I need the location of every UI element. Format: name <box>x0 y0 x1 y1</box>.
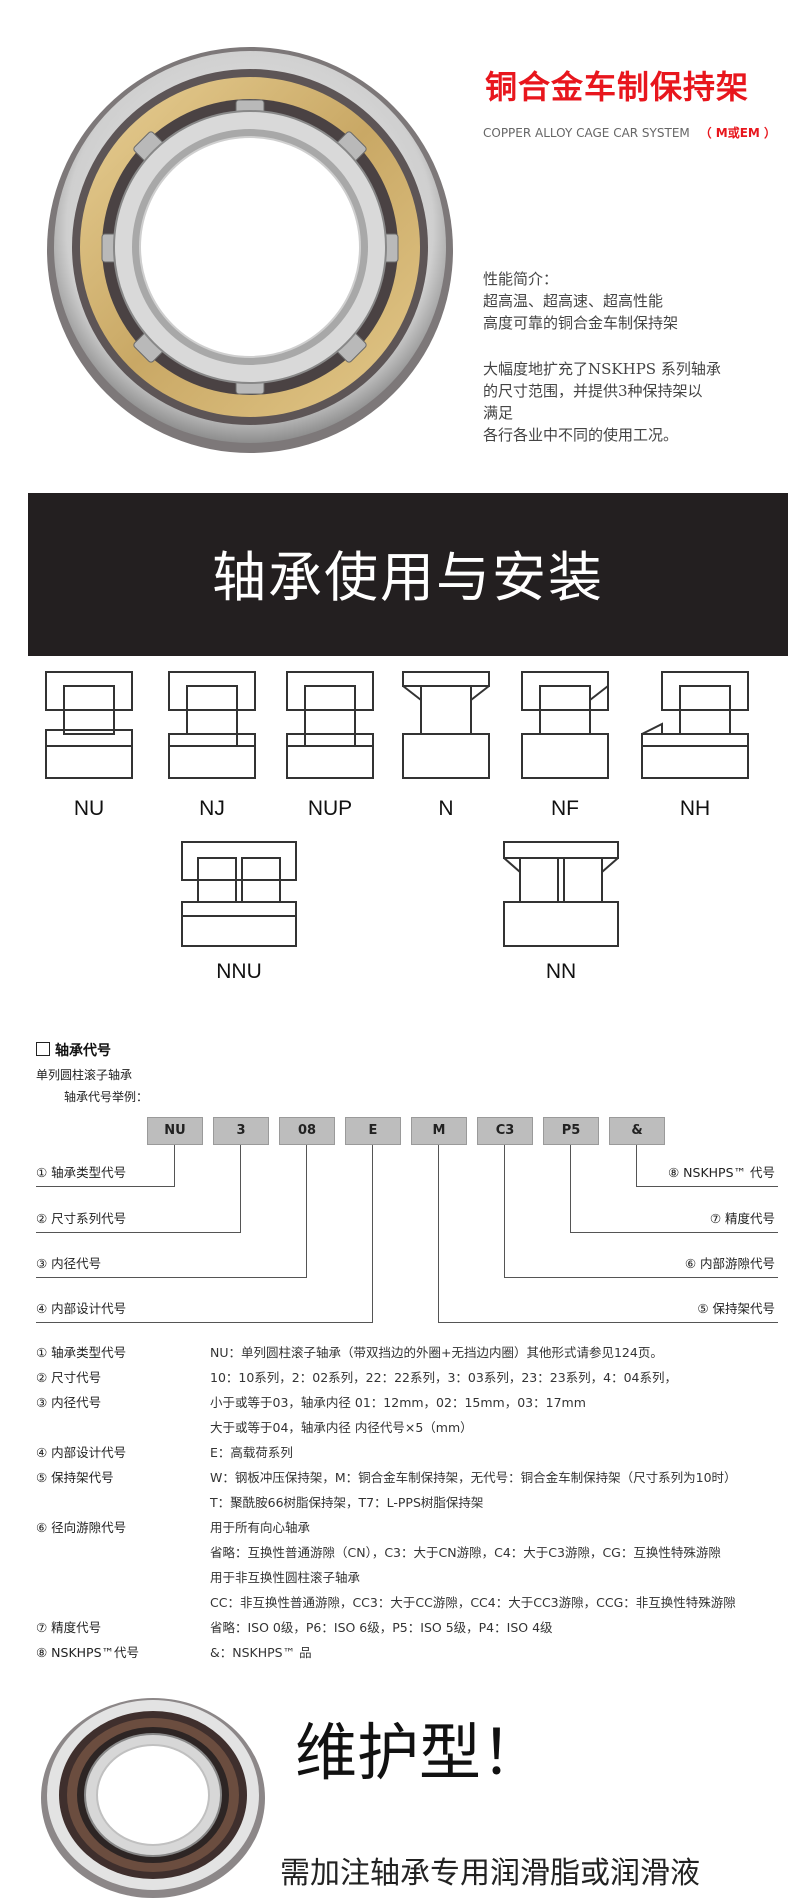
code-box: 3 <box>213 1117 269 1145</box>
code-item-left: ① 轴承类型代号 <box>36 1165 127 1180</box>
connector-line <box>504 1277 778 1278</box>
connector-line <box>36 1277 307 1278</box>
definition-line: &：NSKHPS™ 品 <box>210 1645 312 1660</box>
code-item-left: ④ 内部设计代号 <box>36 1301 127 1316</box>
connector-line <box>504 1145 505 1277</box>
lubrication-note: 需加注轴承专用润滑脂或润滑液 <box>280 1856 700 1891</box>
desc-line-5: 的尺寸范围，并提供3种保持架以 <box>483 382 703 400</box>
product-subtitle: COPPER ALLOY CAGE CAR SYSTEM （ M或EM ） <box>483 124 776 141</box>
product-title: 铜合金车制保持架 <box>485 68 750 106</box>
definition-line: 省略：ISO 0级，P6：ISO 6级，P5：ISO 5级，P4：ISO 4级 <box>210 1620 553 1635</box>
bearing-photo-maintenance <box>41 1698 265 1898</box>
definition-line: 用于非互换性圆柱滚子轴承 <box>210 1570 361 1585</box>
desc-line-3: 高度可靠的铜合金车制保持架 <box>483 314 679 332</box>
connector-line <box>438 1322 778 1323</box>
connector-line <box>36 1186 175 1187</box>
definition-line: NU：单列圆柱滚子轴承（带双挡边的外圈+无挡边内圈）其他形式请参见124页。 <box>210 1345 663 1360</box>
code-item-right: ⑥ 内部游隙代号 <box>684 1256 775 1271</box>
code-box: M <box>411 1117 467 1145</box>
code-section-title: 轴承代号 <box>36 1040 111 1060</box>
code-box: & <box>609 1117 665 1145</box>
definition-name: ⑤ 保持架代号 <box>36 1470 114 1485</box>
bearing-diagram-nn <box>503 841 619 947</box>
code-box: P5 <box>543 1117 599 1145</box>
connector-line <box>36 1322 373 1323</box>
desc-line-2: 超高温、超高速、超高性能 <box>483 292 664 310</box>
connector-line <box>636 1186 778 1187</box>
code-line-2: 轴承代号举例： <box>64 1090 149 1104</box>
connector-line <box>438 1145 439 1322</box>
code-section-title-text: 轴承代号 <box>55 1043 111 1059</box>
desc-line-7: 各行各业中不同的使用工况。 <box>483 426 679 444</box>
bearing-type-label: NF <box>551 797 579 820</box>
bearing-type-label: NJ <box>199 797 225 820</box>
connector-line <box>636 1145 637 1186</box>
bearing-photo-brass-cage <box>47 47 453 453</box>
definition-name: ⑥ 径向游隙代号 <box>36 1520 127 1535</box>
code-box: C3 <box>477 1117 533 1145</box>
connector-line <box>174 1145 175 1186</box>
bearing-type-label: NNU <box>216 960 262 983</box>
code-item-right: ⑧ NSKHPS™ 代号 <box>667 1165 775 1180</box>
definition-line: T：聚酰胺66树脂保持架，T7：L-PPS树脂保持架 <box>210 1495 484 1510</box>
bearing-diagram-nu <box>45 671 133 779</box>
code-box: E <box>345 1117 401 1145</box>
connector-line <box>570 1145 571 1232</box>
bearing-diagram-nj <box>168 671 256 779</box>
code-item-left: ③ 内径代号 <box>36 1256 102 1271</box>
checkbox-icon <box>36 1042 50 1056</box>
code-item-right: ⑦ 精度代号 <box>709 1211 775 1226</box>
bearing-diagram-nf <box>521 671 609 779</box>
connector-line <box>570 1232 778 1233</box>
connector-line <box>36 1232 241 1233</box>
definition-line: 大于或等于04，轴承内径 内径代号×5（mm） <box>210 1420 473 1435</box>
bearing-type-label: N <box>438 797 454 820</box>
maintenance-title: 维护型！ <box>295 1716 544 1789</box>
definition-line: 用于所有向心轴承 <box>210 1520 311 1535</box>
definition-line: 小于或等于03，轴承内径 01：12mm，02：15mm，03：17mm <box>210 1395 586 1410</box>
code-line-1: 单列圆柱滚子轴承 <box>36 1068 133 1082</box>
bearing-diagram-n <box>402 671 490 779</box>
definition-line: 省略：互换性普通游隙（CN），C3：大于CN游隙，C4：大于C3游隙，CG：互换… <box>210 1545 721 1560</box>
definition-name: ③ 内径代号 <box>36 1395 102 1410</box>
definition-name: ⑧ NSKHPS™代号 <box>36 1645 140 1660</box>
definition-line: E：高载荷系列 <box>210 1445 293 1460</box>
code-item-right: ⑤ 保持架代号 <box>697 1301 775 1316</box>
code-item-left: ② 尺寸系列代号 <box>36 1211 127 1226</box>
definition-line: W：钢板冲压保持架，M：铜合金车制保持架，无代号：铜合金车制保持架（尺寸系列为1… <box>210 1470 737 1485</box>
definition-line: CC：非互换性普通游隙，CC3：大于CC游隙，CC4：大于CC3游隙，CCG：非… <box>210 1595 736 1610</box>
desc-line-1: 性能简介： <box>483 270 559 288</box>
definition-name: ② 尺寸代号 <box>36 1370 102 1385</box>
bearing-type-label: NH <box>679 797 711 820</box>
definition-name: ④ 内部设计代号 <box>36 1445 127 1460</box>
section-banner: 轴承使用与安装 <box>28 493 788 656</box>
banner-title: 轴承使用与安装 <box>212 546 604 609</box>
bearing-diagram-nnu <box>181 841 297 947</box>
connector-line <box>306 1145 307 1277</box>
connector-line <box>240 1145 241 1232</box>
connector-line <box>372 1145 373 1322</box>
definition-name: ① 轴承类型代号 <box>36 1345 127 1360</box>
code-box: 08 <box>279 1117 335 1145</box>
definition-line: 10：10系列，2：02系列，22：22系列，3：03系列，23：23系列，4：… <box>210 1370 678 1385</box>
bearing-type-label: NN <box>545 960 577 983</box>
bearing-diagram-nup <box>286 671 374 779</box>
code-box: NU <box>147 1117 203 1145</box>
product-subtitle-text: COPPER ALLOY CAGE CAR SYSTEM <box>483 126 690 140</box>
bearing-diagram-nh <box>641 671 749 779</box>
bearing-type-label: NU <box>73 797 105 820</box>
desc-line-6: 满足 <box>483 404 514 422</box>
desc-line-4: 大幅度地扩充了NSKHPS 系列轴承 <box>483 360 721 378</box>
definition-name: ⑦ 精度代号 <box>36 1620 102 1635</box>
product-subtitle-tag: （ M或EM ） <box>699 126 777 140</box>
bearing-type-label: NUP <box>307 797 353 820</box>
